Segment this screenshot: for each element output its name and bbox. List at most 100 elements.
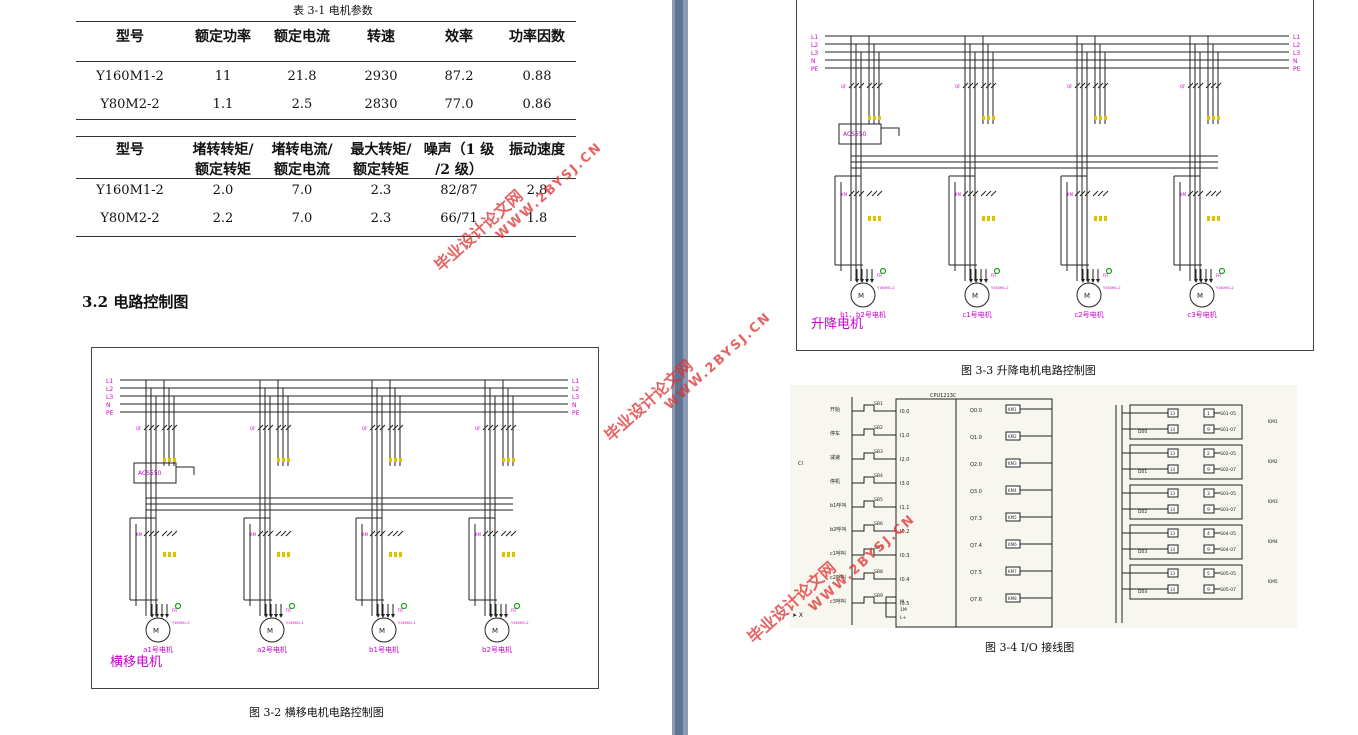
wire [285, 530, 292, 537]
table2-cell: 2.8 [526, 182, 548, 198]
switch-label: SB4 [874, 473, 883, 479]
motor-model: Y160M1-2 [172, 621, 190, 625]
wire [1197, 82, 1204, 89]
relay-contact [163, 552, 166, 557]
table2-cell: 1.8 [526, 210, 548, 226]
table1-header-cell: 功率因数 [509, 29, 565, 45]
arrow-head [150, 614, 154, 618]
switch-symbol [852, 404, 896, 412]
relay-contact [1094, 116, 1097, 120]
wire [1187, 82, 1194, 89]
group-km-label: KM3 [1268, 499, 1278, 505]
wire [1074, 82, 1081, 89]
wire [985, 190, 992, 197]
terminal-number: 9 [1207, 507, 1210, 513]
misc-label: M [900, 599, 904, 605]
input-label: c1呼叫 [830, 550, 846, 557]
contactor-label: KM [362, 532, 369, 537]
wire [962, 82, 969, 89]
motor-circle [371, 617, 397, 643]
wire [510, 530, 517, 537]
terminal-number: 9 [1207, 547, 1210, 553]
wire [280, 530, 287, 537]
wire [397, 424, 404, 431]
switch-label: SB6 [874, 521, 883, 527]
wire [267, 530, 274, 537]
wire [387, 424, 394, 431]
breaker-label: QF [955, 84, 961, 89]
wire [500, 530, 507, 537]
wire [387, 530, 394, 537]
switch-label: SB8 [874, 569, 883, 575]
switch-label: SB3 [874, 449, 883, 455]
wire [853, 82, 860, 89]
figure-3-2-caption: 图 3-2 横移电机电路控制图 [249, 706, 384, 719]
bus-label-left: L2 [811, 42, 818, 49]
output-address: Q7.4 [970, 543, 982, 549]
relay-contact [987, 216, 990, 221]
arrow-head [1081, 279, 1085, 283]
bus-label-left: N [811, 58, 816, 65]
motor-symbol: M [492, 627, 498, 635]
terminal-number: 14 [1170, 547, 1176, 552]
wire [510, 424, 517, 431]
wire [482, 424, 489, 431]
terminal [1167, 424, 1179, 434]
wire [1092, 82, 1099, 89]
ci-label: CI [798, 461, 803, 467]
wire [980, 190, 987, 197]
arrow-head [499, 614, 503, 618]
group-d-label: D01 [1138, 469, 1147, 475]
relay-contact [982, 216, 985, 221]
wire [1192, 82, 1199, 89]
table1-header-cell: 效率 [445, 29, 473, 45]
wire [275, 530, 282, 537]
relay-contact [168, 552, 171, 557]
wire [1084, 82, 1091, 89]
plc-label: CPU1213C [930, 393, 957, 399]
table1-cell: 77.0 [444, 96, 474, 112]
relay-label: KM4 [1008, 488, 1017, 493]
breaker-label: QF [362, 426, 368, 431]
terminal-number: 1 [1207, 411, 1210, 417]
arrow-head [155, 614, 159, 618]
wire [171, 530, 178, 537]
relay-contact [507, 552, 510, 557]
output-address: Q7.5 [970, 570, 982, 576]
table2-header-cell: 堵转转矩/ [192, 142, 254, 158]
breaker-label: QF [136, 426, 142, 431]
wire [985, 82, 992, 89]
arrow-head [984, 279, 988, 283]
output-group-box [1129, 404, 1243, 440]
relay-contact [287, 552, 290, 557]
table1-cell: 0.86 [522, 96, 552, 112]
group-d-label: D00 [1138, 429, 1147, 435]
bus-label-left: L3 [106, 394, 113, 401]
bus-label-left: L3 [811, 50, 818, 57]
terminal-number: 14 [1170, 427, 1176, 432]
plc-output-block [955, 398, 1053, 628]
relay-label: KM7 [1008, 569, 1017, 574]
address-label: S04-07 [1220, 547, 1236, 553]
wire [161, 530, 168, 537]
terminal-number: 13 [1170, 531, 1176, 536]
arrow-head [489, 614, 493, 618]
address-label: S02-05 [1220, 451, 1236, 457]
input-address: I0.3 [900, 553, 909, 559]
motor-label: b2号电机 [482, 645, 512, 654]
table1-cell: 2.5 [291, 96, 313, 112]
bus-label-left: L1 [106, 378, 113, 385]
wire [848, 82, 855, 89]
terminal-number: 9 [1207, 467, 1210, 473]
table1-header-cell: 型号 [116, 29, 144, 45]
wire [1210, 190, 1217, 197]
address-label: S01-05 [1220, 411, 1236, 417]
input-address: I2.0 [900, 457, 909, 463]
relay-contact [1207, 116, 1210, 120]
table1-cell: 11 [214, 68, 232, 84]
wire [853, 190, 860, 197]
breaker-label: QF [1067, 84, 1073, 89]
switch-symbol [852, 452, 896, 460]
